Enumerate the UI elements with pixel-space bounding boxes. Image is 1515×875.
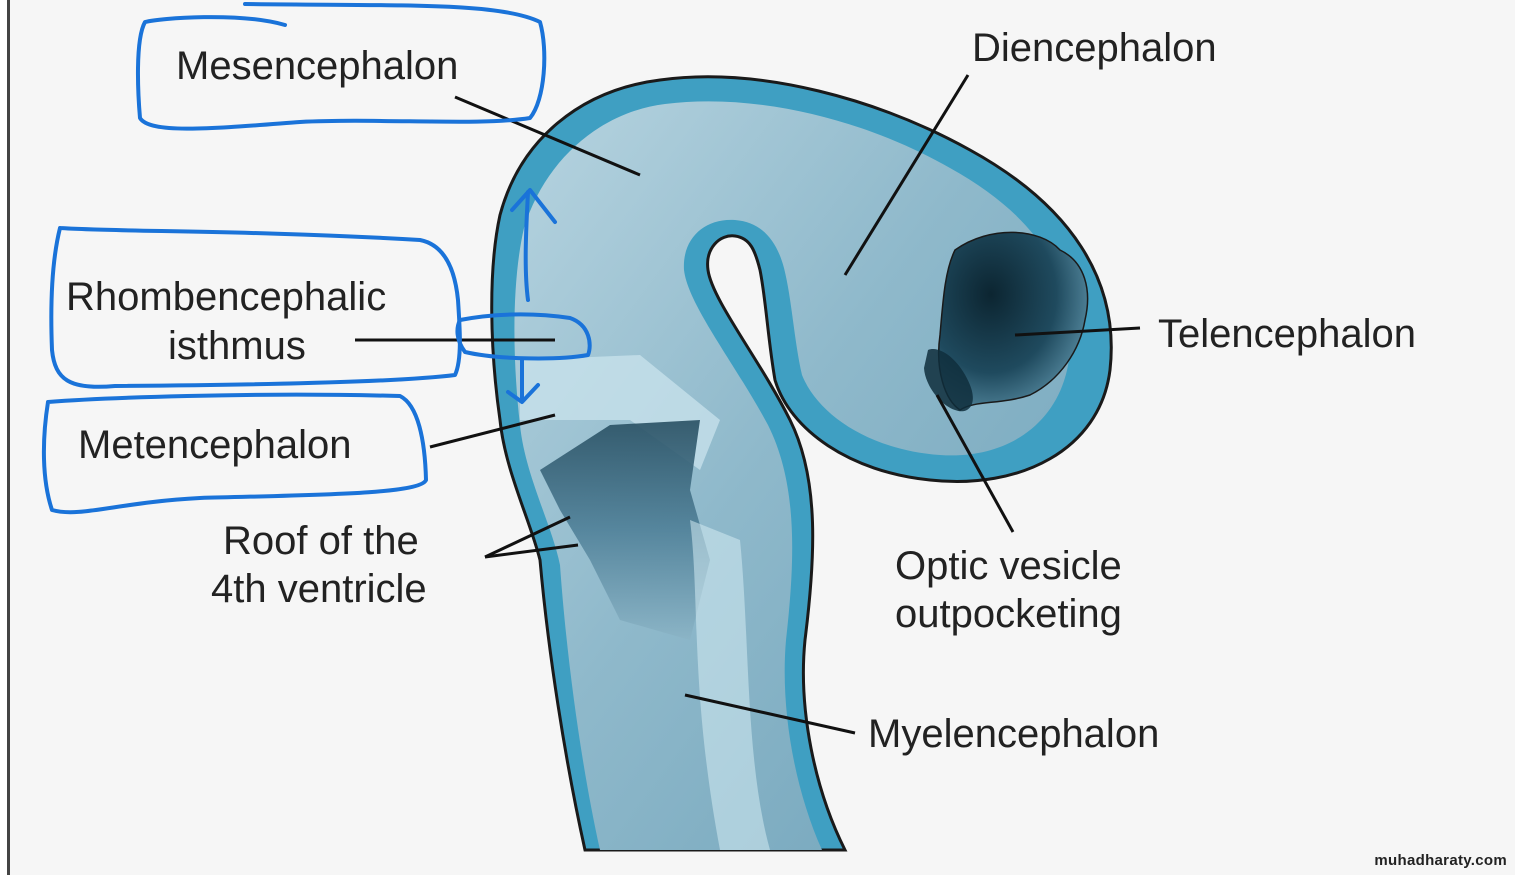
- inner-tissue: [514, 101, 1071, 851]
- leader-myelencephalon: [684, 693, 856, 735]
- fourth-ventricle-cavity: [540, 420, 710, 640]
- label-diencephalon: Diencephalon: [972, 26, 1217, 70]
- label-mesencephalon: Mesencephalon: [176, 44, 459, 88]
- page-left-border: [0, 0, 10, 875]
- label-roof-of-the: Roof of the: [223, 519, 419, 563]
- annotation-box-isthmus-small: [455, 312, 592, 361]
- annotation-arrow-head-down: [506, 383, 540, 404]
- label-4th-ventricle: 4th ventricle: [211, 567, 427, 611]
- label-telencephalon: Telencephalon: [1158, 312, 1416, 356]
- label-rhombencephalic: Rhombencephalic: [66, 275, 387, 319]
- leader-roof-lower: [484, 543, 579, 559]
- handwritten-annotations: [41, 2, 592, 515]
- label-metencephalon: Metencephalon: [78, 423, 352, 467]
- label-myelencephalon: Myelencephalon: [868, 712, 1160, 756]
- leader-metencephalon: [429, 413, 556, 449]
- annotation-arrow-shaft: [523, 190, 530, 302]
- label-outpocketing: outpocketing: [895, 592, 1122, 636]
- leader-mesencephalon: [454, 95, 641, 177]
- leader-roof-upper: [484, 515, 571, 559]
- label-isthmus: isthmus: [168, 324, 306, 368]
- leader-telencephalon: [1014, 326, 1141, 337]
- annotation-box-mesencephalon: [136, 2, 547, 131]
- watermark-text: muhadharaty.com: [1374, 852, 1507, 869]
- annotation-box-rhombencephalic-isthmus: [49, 226, 462, 389]
- leader-diencephalon: [843, 74, 970, 276]
- stem-highlight: [690, 520, 770, 850]
- leader-lines: [355, 74, 1141, 735]
- label-optic-vesicle: Optic vesicle: [895, 544, 1122, 588]
- annotation-arrow-head-up: [510, 188, 557, 224]
- telencephalon-cavity: [937, 231, 1089, 411]
- leader-optic-vesicle: [935, 394, 1015, 533]
- annotation-box-metencephalon: [41, 392, 428, 515]
